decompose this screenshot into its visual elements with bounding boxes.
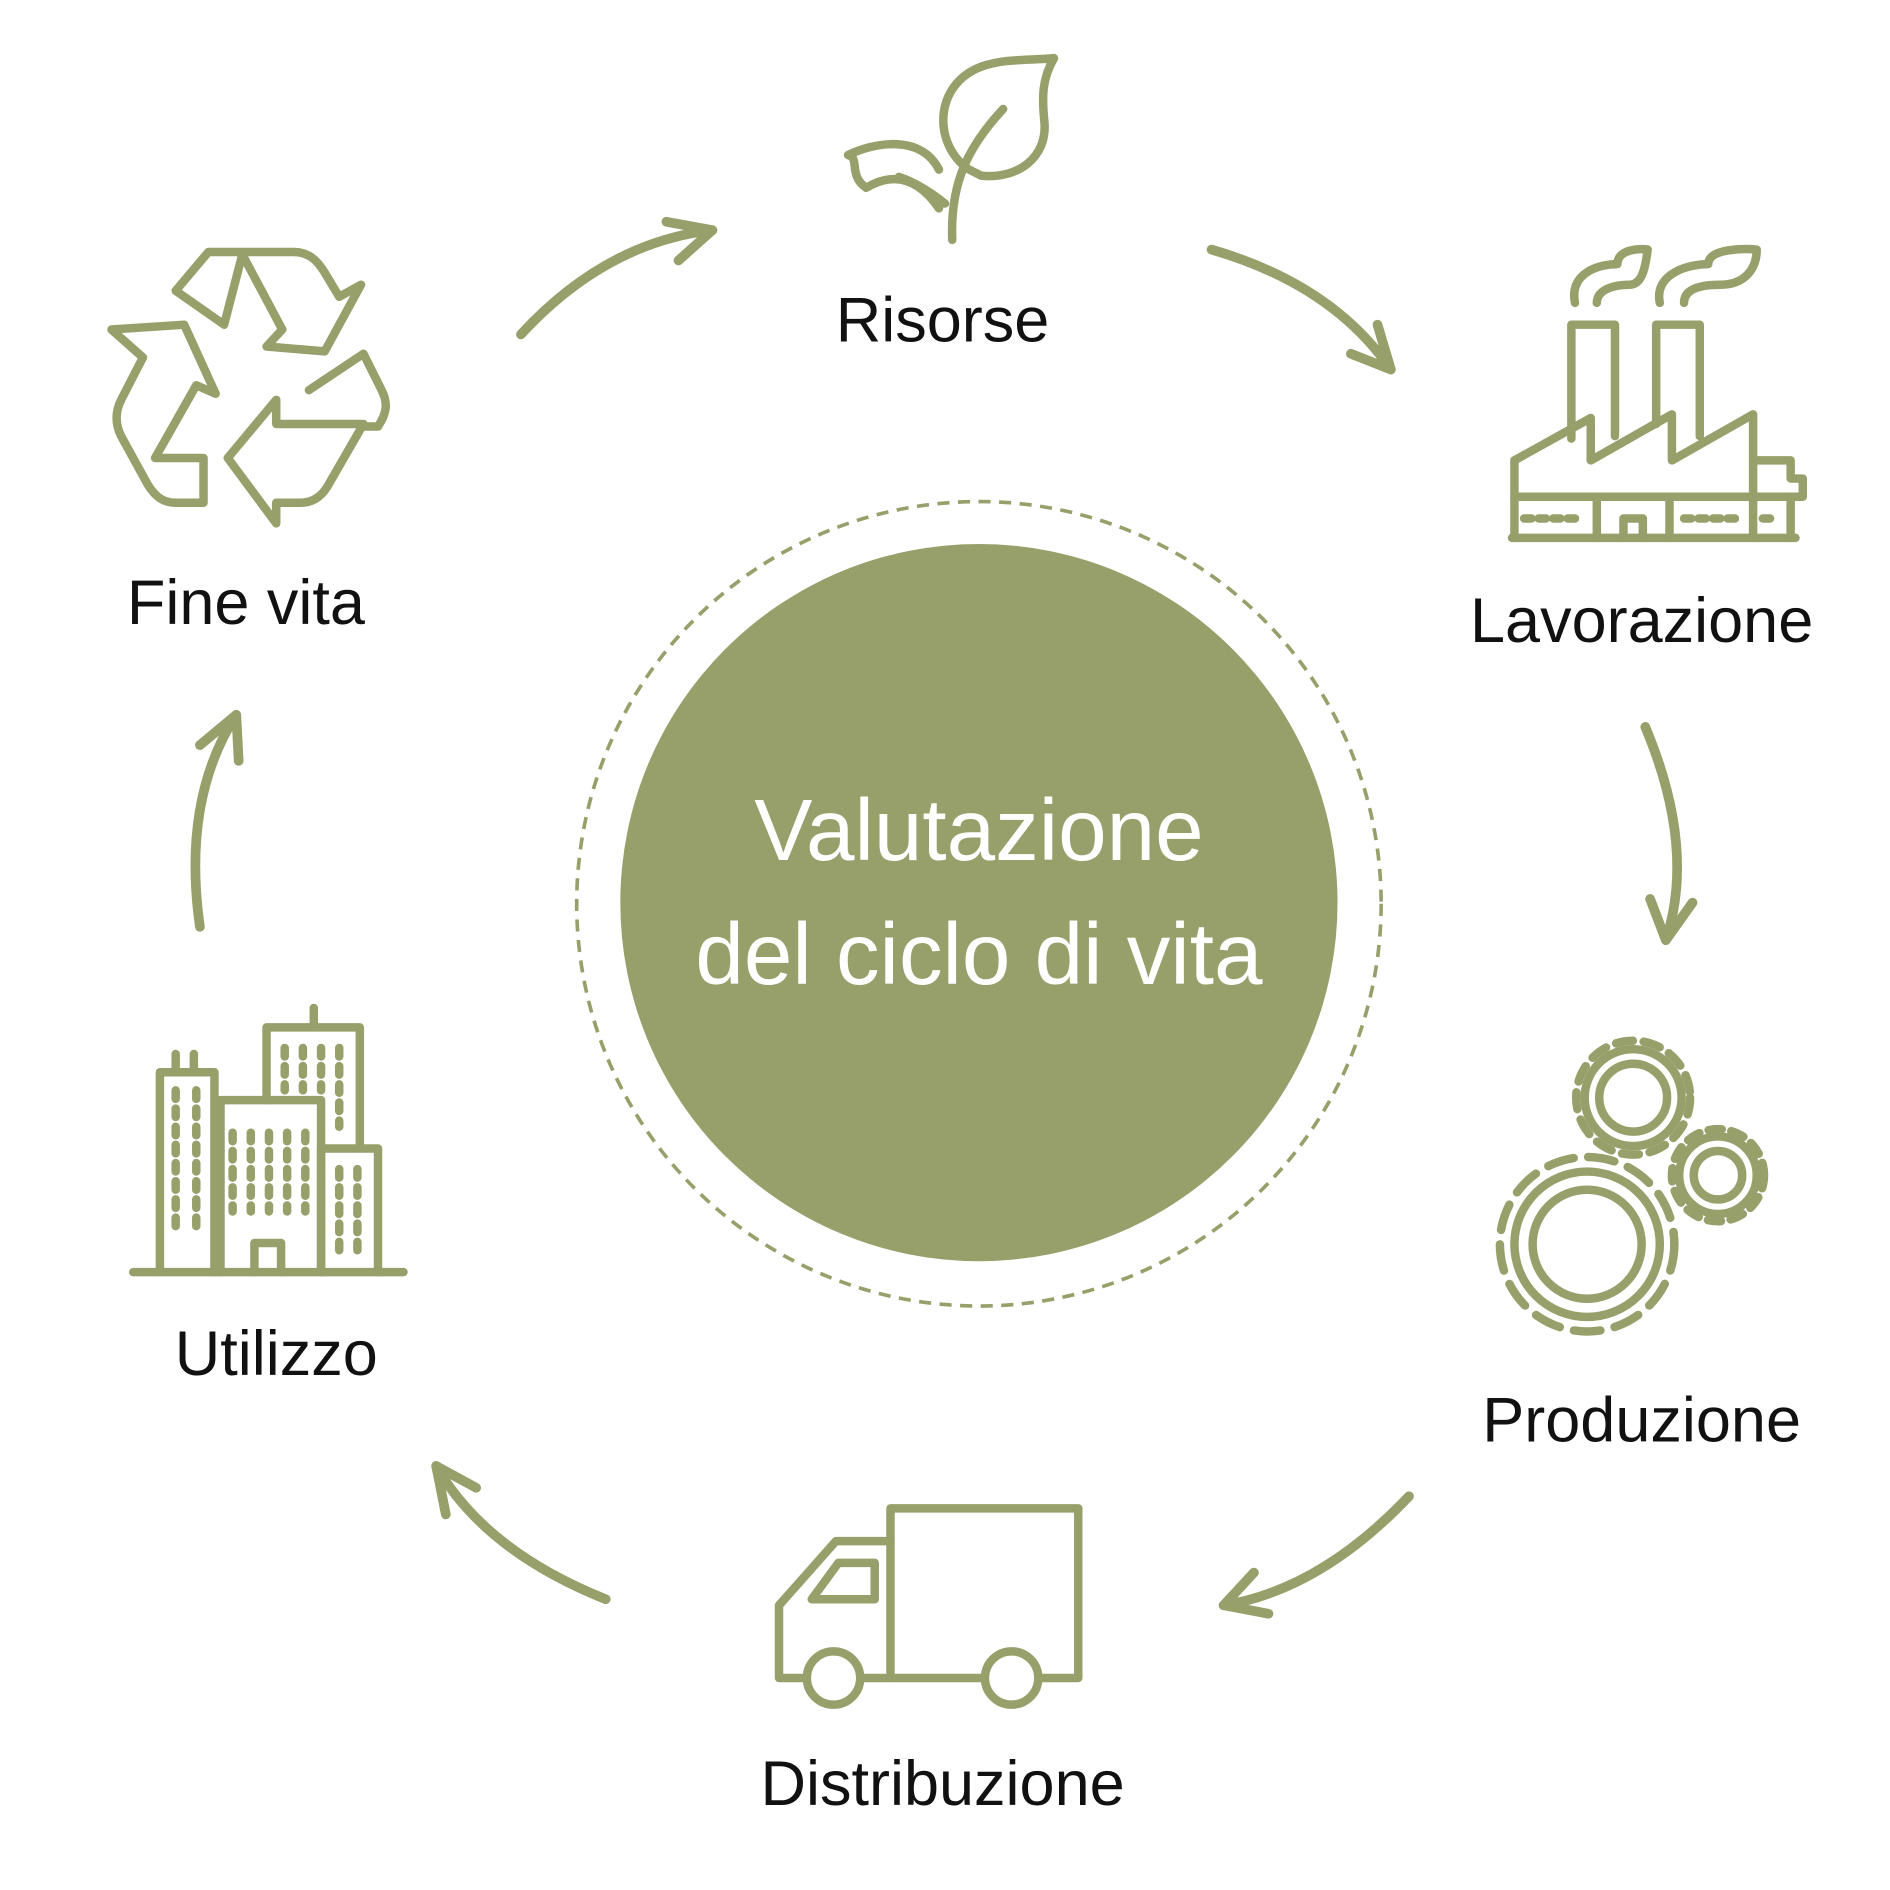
dashed-ring	[574, 499, 1383, 1308]
arrow-lavorazione-to-produzione	[1640, 722, 1698, 945]
recycle-icon	[107, 247, 390, 528]
center-circle	[620, 543, 1338, 1262]
arrow-utilizzo-to-finevita	[190, 709, 244, 932]
center-title-line2: del ciclo di vita	[695, 906, 1263, 1003]
leaf-icon	[843, 53, 1059, 245]
center-title-line1: Valutazione	[754, 782, 1203, 879]
gears-icon	[1495, 1036, 1769, 1336]
arrow-finevita-to-risorse	[516, 216, 718, 340]
factory-icon	[1507, 244, 1808, 543]
stage-label-produzione: Produzione	[1482, 1386, 1801, 1456]
arrow-produzione-to-distribuzione	[1218, 1491, 1414, 1619]
truck-icon	[774, 1504, 1083, 1709]
stage-label-lavorazione: Lavorazione	[1470, 586, 1813, 656]
arrow-distribuzione-to-utilizzo	[431, 1461, 611, 1605]
buildings-icon	[129, 1003, 408, 1277]
stage-label-fine-vita: Fine vita	[127, 568, 366, 638]
arrow-risorse-to-lavorazione	[1206, 244, 1396, 375]
stage-label-distribuzione: Distribuzione	[760, 1749, 1124, 1819]
stage-label-utilizzo: Utilizzo	[175, 1319, 378, 1389]
stage-label-risorse: Risorse	[836, 286, 1050, 356]
